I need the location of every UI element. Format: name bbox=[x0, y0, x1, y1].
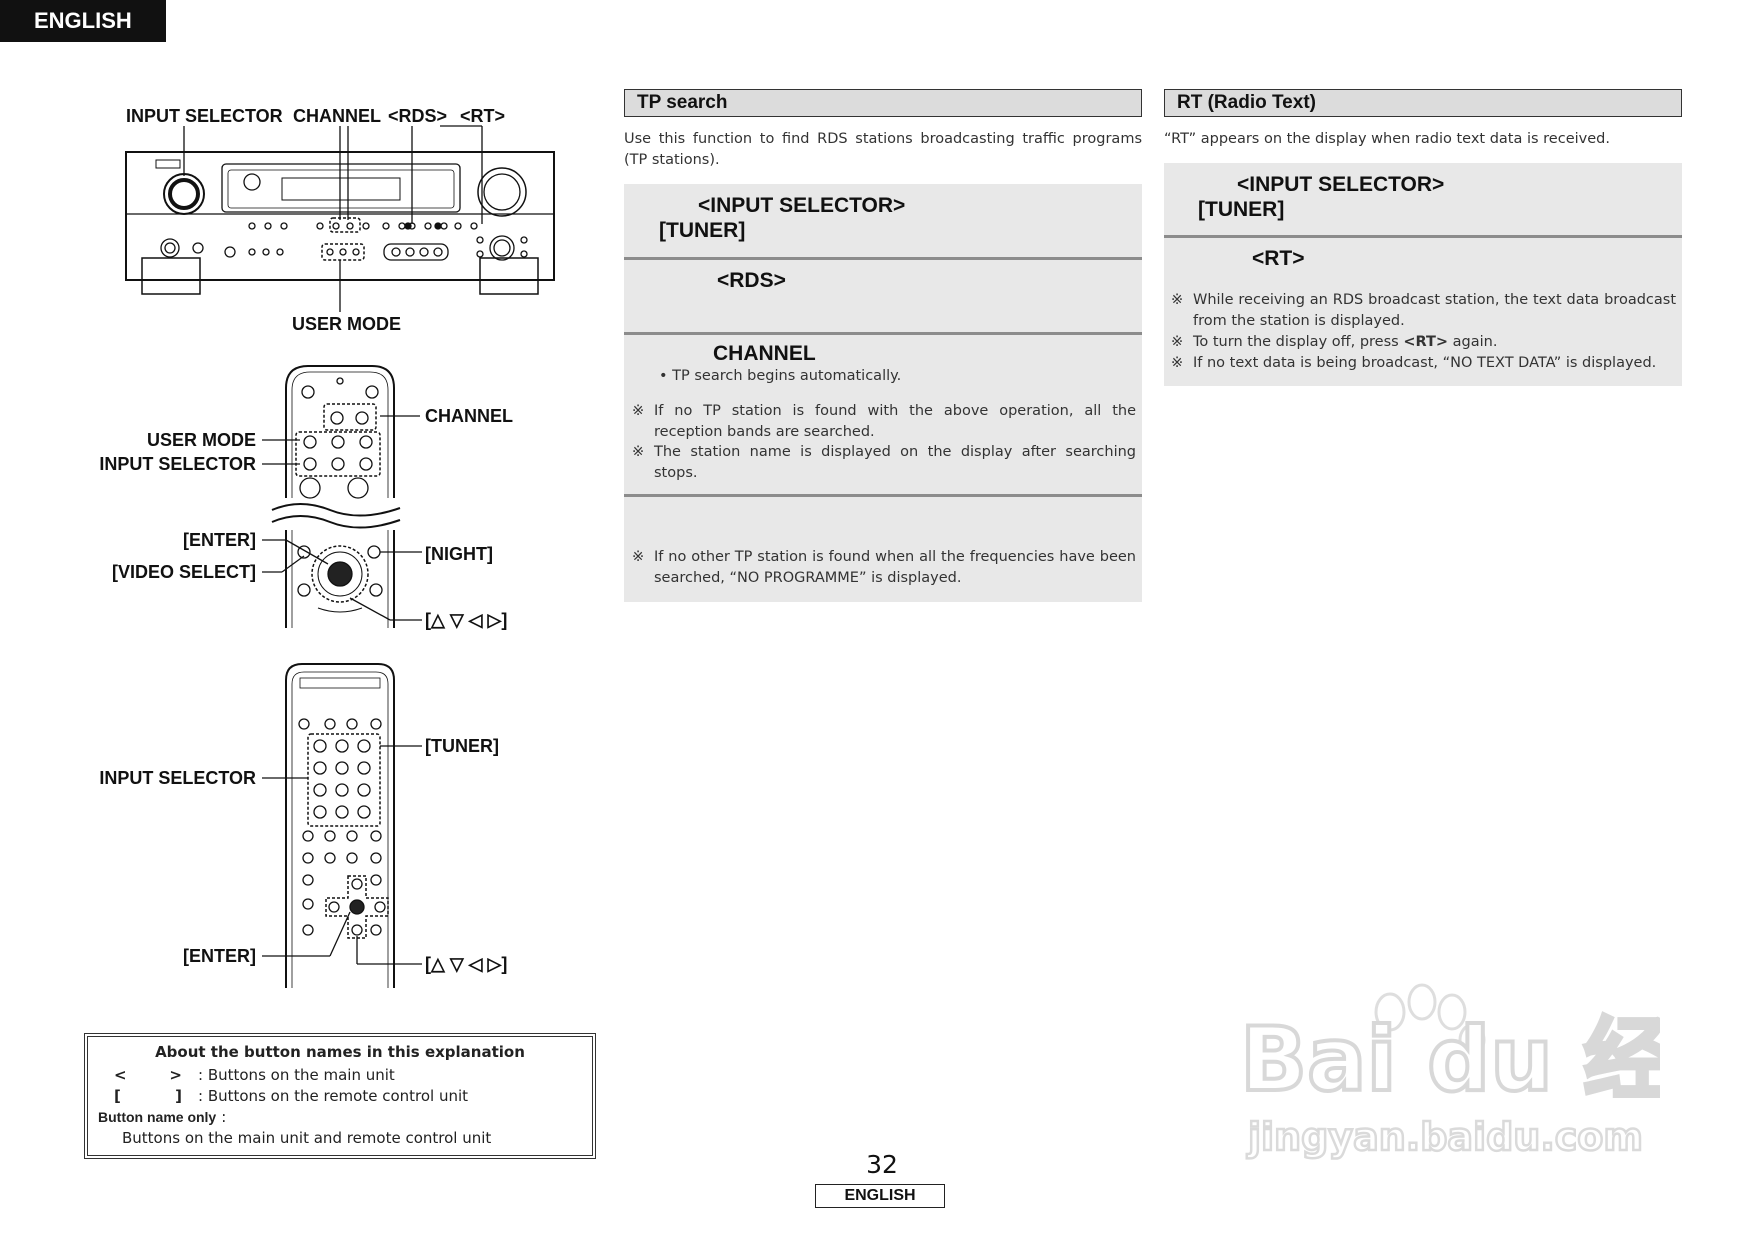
language-tab: ENGLISH bbox=[0, 0, 166, 42]
tp-divider-1 bbox=[624, 257, 1142, 260]
label-video-select-remote: [VIDEO SELECT] bbox=[112, 562, 256, 582]
receiver-front-panel bbox=[125, 151, 555, 295]
rt-intro: “RT” appears on the display when radio t… bbox=[1164, 131, 1610, 147]
rt-steps-panel bbox=[1164, 163, 1682, 386]
rt-note-1: ※While receiving an RDS broadcast statio… bbox=[1171, 292, 1676, 329]
rt-divider-1 bbox=[1164, 235, 1682, 238]
note-mark: ※ bbox=[1171, 355, 1184, 371]
rt-note-2: ※To turn the display off, press <RT> aga… bbox=[1171, 332, 1676, 353]
angle-open: < bbox=[114, 1065, 127, 1084]
about-row4-text: Buttons on the main unit and remote cont… bbox=[122, 1128, 492, 1147]
label-input-selector-remote: INPUT SELECTOR bbox=[99, 454, 256, 474]
note-mark: ※ bbox=[632, 444, 645, 460]
tp-search-intro: Use this function to find RDS stations b… bbox=[624, 131, 1142, 168]
rt-step1-input-selector: <INPUT SELECTOR> bbox=[1237, 173, 1445, 196]
label-rds-main: <RDS> bbox=[388, 106, 447, 126]
tp-note-1: ※If no TP station is found with the abov… bbox=[632, 403, 1136, 440]
rt-step1-tuner: [TUNER] bbox=[1198, 198, 1285, 221]
label-cursor-remote: [△ ▽ ◁ ▷] bbox=[425, 610, 507, 630]
label-tuner-remote: [TUNER] bbox=[425, 736, 499, 756]
about-row-main-unit: < > : Buttons on the main unit bbox=[98, 1064, 582, 1085]
label-night-remote: [NIGHT] bbox=[425, 544, 493, 564]
label-user-mode-main: USER MODE bbox=[292, 314, 401, 334]
bracket-close: ] bbox=[175, 1086, 182, 1105]
footer-language-label: ENGLISH bbox=[815, 1184, 945, 1208]
bracket-open: [ bbox=[114, 1086, 121, 1105]
rt-note-3: ※If no text data is being broadcast, “NO… bbox=[1171, 353, 1676, 374]
label-user-mode-remote: USER MODE bbox=[147, 430, 256, 450]
tp-search-header: TP search bbox=[624, 89, 1142, 117]
tp-step2-rds: <RDS> bbox=[717, 269, 786, 292]
label-channel-remote: CHANNEL bbox=[425, 406, 513, 426]
note-mark: ※ bbox=[1171, 334, 1184, 350]
baidu-watermark: Bai du 经验 jingyan.baidu.com bbox=[1240, 983, 1660, 1160]
label-channel-main: CHANNEL bbox=[293, 106, 381, 126]
tp-step1-tuner: [TUNER] bbox=[659, 219, 746, 242]
label-enter-remote-2: [ENTER] bbox=[183, 946, 256, 966]
rt-step2-rt: <RT> bbox=[1252, 247, 1305, 270]
note-mark: ※ bbox=[632, 403, 645, 419]
tp-search-steps-panel bbox=[624, 184, 1142, 602]
tp-step3-channel: CHANNEL bbox=[713, 342, 816, 365]
tp-step1-input-selector: <INPUT SELECTOR> bbox=[698, 194, 906, 217]
note-mark: ※ bbox=[632, 549, 645, 565]
about-title: About the button names in this explanati… bbox=[155, 1043, 525, 1061]
tp-note-3: ※If no other TP station is found when al… bbox=[632, 549, 1136, 586]
about-row-both: Buttons on the main unit and remote cont… bbox=[98, 1127, 582, 1148]
about-button-names-box: About the button names in this explanati… bbox=[84, 1033, 596, 1159]
tp-divider-3 bbox=[624, 494, 1142, 497]
about-row-remote: [] : Buttons on the remote control unit bbox=[98, 1085, 582, 1106]
rt-header: RT (Radio Text) bbox=[1164, 89, 1682, 117]
watermark-url: jingyan.baidu.com bbox=[1246, 1115, 1643, 1159]
tp-note-2: ※The station name is displayed on the di… bbox=[632, 444, 1136, 481]
label-rt-main: <RT> bbox=[460, 106, 505, 126]
label-enter-remote: [ENTER] bbox=[183, 530, 256, 550]
about-row1-text: : Buttons on the main unit bbox=[198, 1065, 395, 1084]
about-name-only-colon: : bbox=[221, 1107, 227, 1126]
watermark-brand: Bai du 经验 bbox=[1240, 1008, 1660, 1111]
about-row-name-only: Button name only : bbox=[98, 1106, 582, 1127]
note-mark: ※ bbox=[1171, 292, 1184, 308]
about-name-only-label: Button name only bbox=[98, 1108, 217, 1125]
label-input-selector-main: INPUT SELECTOR bbox=[126, 106, 283, 126]
about-row2-text: : Buttons on the remote control unit bbox=[198, 1086, 469, 1105]
label-cursor-remote-2: [△ ▽ ◁ ▷] bbox=[425, 954, 507, 974]
angle-close: > bbox=[169, 1065, 182, 1084]
remote-control-top bbox=[271, 365, 401, 628]
label-input-selector-remote-2: INPUT SELECTOR bbox=[99, 768, 256, 788]
controls-diagram: INPUT SELECTOR CHANNEL <RDS> <RT> USER M… bbox=[99, 106, 555, 988]
tp-divider-2 bbox=[624, 332, 1142, 335]
remote-control-bottom bbox=[285, 663, 395, 988]
page-number: 32 bbox=[866, 1150, 898, 1179]
tp-step3-bullet: • TP search begins automatically. bbox=[659, 368, 902, 384]
